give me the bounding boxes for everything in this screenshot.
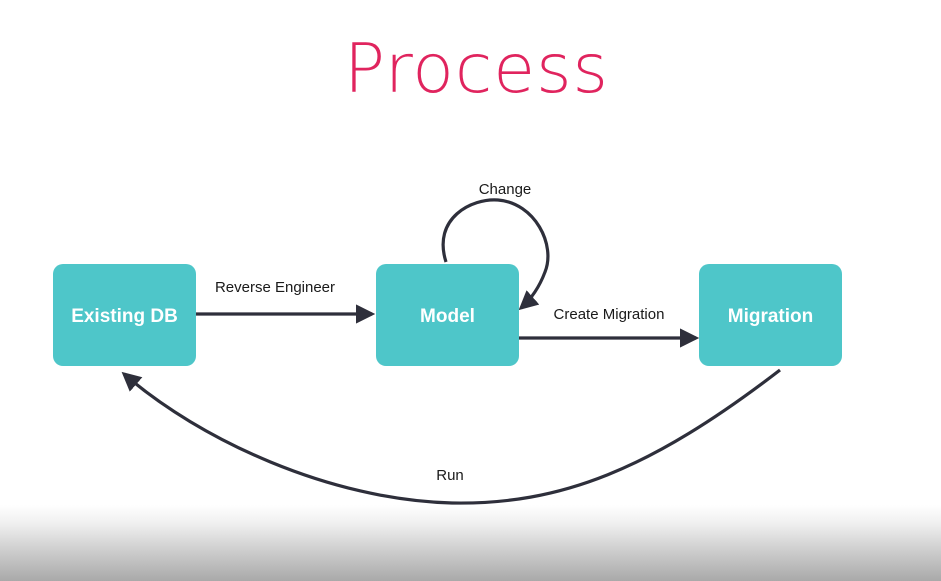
node-migration-label: Migration (728, 306, 814, 327)
node-existing-db-label: Existing DB (71, 306, 178, 327)
edge-label-change: Change (479, 181, 532, 198)
node-existing-db: Existing DB (53, 264, 196, 366)
edge-label-create-migration: Create Migration (554, 306, 665, 323)
node-migration: Migration (699, 264, 842, 366)
edge-change-loop (441, 198, 550, 311)
slide-title: Process (344, 30, 609, 109)
edge-label-run: Run (436, 467, 464, 484)
edge-run (121, 368, 781, 505)
node-model-label: Model (420, 306, 475, 327)
bottom-shadow (0, 505, 941, 581)
node-model: Model (376, 264, 519, 366)
edge-label-reverse-engineer: Reverse Engineer (215, 279, 335, 296)
